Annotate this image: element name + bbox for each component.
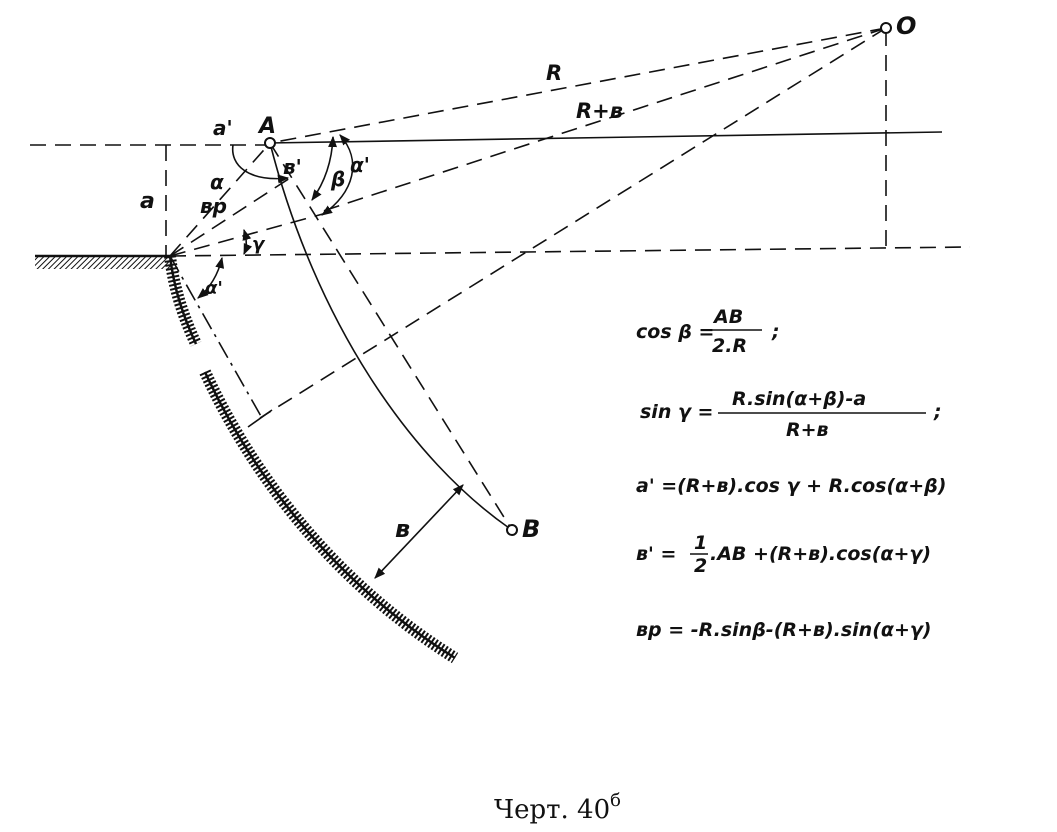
label-alpha: α (210, 170, 224, 194)
svg-text:R+в: R+в (786, 419, 829, 441)
angle-alpha-arc (231, 144, 290, 184)
normal-tick (247, 409, 273, 428)
svg-text:R.sin(α+β)-a: R.sin(α+β)-a (732, 388, 866, 410)
label-alpha-prime-lower: α' (205, 278, 223, 299)
label-point-B: B (522, 515, 540, 543)
formula-b-p: вр = -R.sinβ-(R+в).sin(α+γ) (636, 619, 931, 641)
caption-superscript: б (610, 790, 621, 811)
edge-direction (169, 211, 331, 257)
svg-text:.AB +(R+в).cos(α+γ): .AB +(R+в).cos(α+γ) (710, 543, 931, 565)
point-B-marker (506, 524, 518, 536)
angle-beta-arc (311, 135, 338, 201)
radius-R (269, 27, 887, 144)
edge-to-A (169, 142, 271, 257)
label-a: a (140, 189, 155, 214)
point-A-marker (264, 137, 276, 149)
excavation-contour (199, 369, 459, 664)
label-b-prime: в' (283, 155, 302, 179)
angle-alpha-prime-lower-arc (197, 256, 225, 299)
angle-alpha-prime-arc (321, 134, 354, 216)
figure-caption: Черт. 40б (494, 790, 621, 825)
svg-text:2.R: 2.R (712, 335, 747, 357)
caption-text: Черт. 40 (494, 795, 610, 825)
label-a-prime: a' (213, 116, 233, 140)
ground-surface (35, 254, 202, 347)
formula-a-prime: a' =(R+в).cos γ + R.cos(α+β) (636, 475, 946, 497)
svg-text:2: 2 (694, 555, 707, 577)
svg-text:sin γ =: sin γ = (640, 401, 713, 423)
formula-cos-beta: cos β = AB 2.R ; (636, 306, 780, 357)
label-point-O: O (896, 12, 916, 40)
svg-text:в' =: в' = (636, 543, 676, 565)
angle-gamma-arc (242, 228, 253, 256)
label-gamma: γ (252, 234, 266, 255)
formula-sin-gamma: sin γ = R.sin(α+β)-a R+в ; (640, 388, 942, 441)
label-bp: вр (200, 194, 227, 218)
label-alpha-prime-upper: α' (350, 153, 370, 177)
label-radius-R: R (546, 61, 562, 85)
label-width-b: в (395, 515, 410, 543)
edge-to-bprime (169, 177, 291, 257)
svg-text:;: ; (933, 401, 942, 423)
lower-horizontal-dashed (169, 246, 971, 257)
upper-horizontal-solid (267, 131, 943, 144)
chord-AB (269, 142, 513, 531)
point-O-marker (880, 22, 892, 34)
label-radius-R-plus-b: R+в (576, 99, 623, 123)
dimension-b (374, 484, 464, 579)
radius-to-lower (259, 27, 887, 419)
label-point-A: A (257, 114, 276, 139)
svg-text:AB: AB (712, 306, 743, 328)
formula-b-prime: в' = 1 2 .AB +(R+в).cos(α+γ) (636, 532, 931, 577)
svg-text:1: 1 (694, 532, 707, 554)
svg-text:;: ; (771, 321, 780, 343)
label-beta: β (330, 167, 345, 191)
svg-text:cos β =: cos β = (636, 321, 714, 343)
arc-AB (269, 142, 513, 531)
